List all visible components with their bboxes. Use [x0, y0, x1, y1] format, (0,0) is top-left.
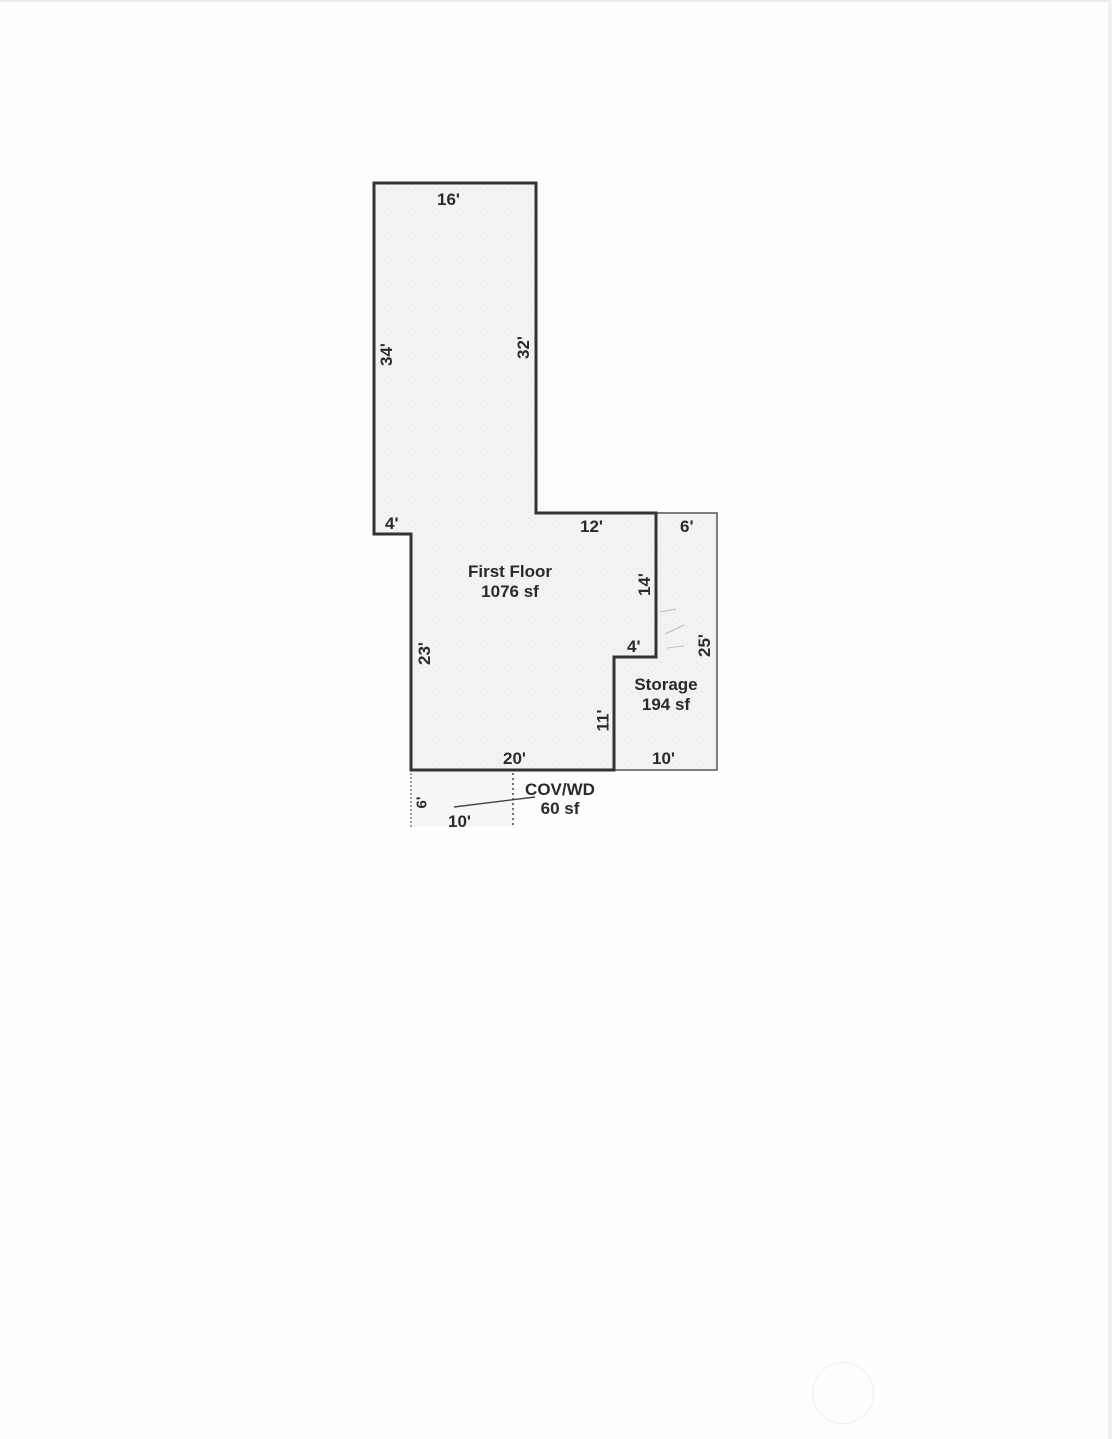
cov-wd-leader-line	[453, 796, 536, 808]
sketch-mark	[659, 608, 677, 613]
sketch-mark	[666, 645, 685, 649]
first-floor-name: First Floor	[467, 562, 553, 581]
cov-wd-size: 60 sf	[540, 799, 580, 818]
dimension-inner-right-upper: 32'	[513, 336, 533, 359]
dimension-bottom: 20'	[503, 749, 526, 768]
dimension-cov-side: 6'	[413, 796, 431, 809]
dimension-top: 16'	[437, 190, 460, 209]
first-floor-label: First Floor 1076 sf	[440, 562, 580, 602]
storage-label: Storage 194 sf	[616, 675, 716, 715]
faint-stamp-mark	[812, 1362, 874, 1424]
sketch-mark	[664, 624, 685, 635]
dimension-cov-bottom: 10'	[448, 812, 471, 831]
cov-wd-label: COV/WD 60 sf	[506, 780, 614, 818]
dimension-middle-top: 12'	[580, 517, 603, 536]
dimension-left-step: 4'	[385, 514, 399, 533]
dimension-inner-lower: 11'	[593, 709, 613, 732]
cov-wd-area-shape	[411, 772, 513, 827]
scan-edge-top	[0, 0, 1112, 2]
dimension-storage-bottom: 10'	[652, 749, 675, 768]
dimension-storage-right: 25'	[694, 634, 714, 657]
dimension-left-upper: 34'	[376, 343, 396, 366]
storage-name: Storage	[634, 675, 698, 694]
dimension-storage-top: 6'	[680, 517, 694, 536]
first-floor-area-shape	[372, 181, 658, 772]
dimension-right-step-vertical: 14'	[634, 573, 654, 596]
storage-size: 194 sf	[641, 695, 691, 714]
first-floor-size: 1076 sf	[481, 582, 539, 601]
scan-edge-right	[1108, 0, 1112, 1439]
dimension-right-step-horizontal: 4'	[627, 637, 641, 656]
cov-wd-name: COV/WD	[525, 780, 595, 799]
dimension-left-lower: 23'	[414, 642, 434, 665]
